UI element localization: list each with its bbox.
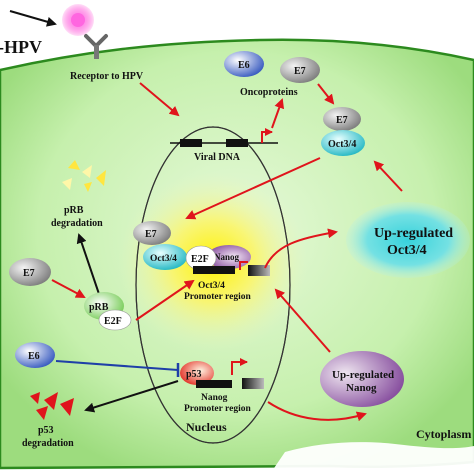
receptor-to-dna-arrow <box>139 82 180 117</box>
e2f-left-label: E2F <box>104 316 122 327</box>
p53-degradation-label-1: p53 <box>38 425 54 436</box>
prb-degradation-fragments <box>62 160 106 192</box>
e7-mid-label: E7 <box>336 115 348 126</box>
upreg-nanog-node <box>320 351 404 407</box>
nanog-promoter-gene <box>196 358 264 389</box>
upreg-oct34-node <box>346 202 470 278</box>
e7-nucleus-label: E7 <box>145 229 157 240</box>
p53-degradation-label-2: degradation <box>22 438 74 449</box>
upreg-oct34-label-1: Up-regulated <box>374 226 453 241</box>
nucleus-label: Nucleus <box>186 420 227 434</box>
prb-label: pRB <box>89 302 109 313</box>
e6-top-node <box>224 51 264 77</box>
oct34-nucleus-label: Oct3/4 <box>150 254 177 264</box>
e2f-to-oct-promoter-arrow <box>135 279 195 321</box>
hpv-arrow <box>9 10 57 27</box>
viral-dna-label: Viral DNA <box>194 152 241 163</box>
oct34-top-label: Oct3/4 <box>328 139 356 150</box>
prb-degradation-label-2: degradation <box>51 218 103 229</box>
e7-top-label: E7 <box>294 66 306 77</box>
upreg-nanog-label-2: Nanog <box>346 382 377 394</box>
nanog-promoter-to-cytoplasm-arrow <box>267 401 367 422</box>
oct34-top-node <box>321 130 365 156</box>
p53-node <box>180 361 214 385</box>
prb-degradation-label-1: pRB <box>64 205 84 216</box>
e6-left-node <box>15 342 55 368</box>
nanog-promoter-label-1: Nanog <box>201 393 228 403</box>
oncoproteins-label: Oncoproteins <box>240 87 298 98</box>
oct34-nucleus-node <box>143 244 187 270</box>
upreg-nanog-to-oct-arrow <box>274 288 331 353</box>
upreg-oct-to-e7-arrow <box>373 160 403 192</box>
e6-inhibits-p53-line <box>55 360 179 371</box>
e7-nucleus-node <box>133 221 171 245</box>
p53-label: p53 <box>186 369 202 380</box>
nanog-nucleus-label: Nanog <box>214 252 240 262</box>
oct34-promoter-label-1: Oct3/4 <box>198 281 225 291</box>
viral-dna <box>170 128 278 147</box>
oct34-promoter-gene <box>193 261 270 276</box>
nanog-promoter-label-2: Promoter region <box>184 404 251 414</box>
e7-top-node <box>280 57 320 83</box>
oct-complex-to-promoter-arrow <box>185 157 321 220</box>
e7-left-node <box>9 258 51 286</box>
e2f-nucleus-label: E2F <box>191 254 209 265</box>
cytoplasm-label: Cytoplasm <box>416 427 471 441</box>
oct34-promoter-label-2: Promoter region <box>184 292 251 302</box>
e7-to-e7-arrow <box>317 83 335 105</box>
receptor <box>84 34 108 59</box>
e6-top-label: E6 <box>238 60 250 71</box>
p53-degradation-fragments <box>30 392 74 420</box>
cell-bottom-edge <box>270 442 474 474</box>
dna-to-oncoproteins-arrow <box>271 98 285 129</box>
upreg-nanog-label-1: Up-regulated <box>332 369 394 381</box>
hpv-label: -HPV <box>0 37 42 57</box>
upreg-oct34-label-2: Oct3/4 <box>387 243 427 258</box>
e7-mid-node <box>323 107 361 131</box>
promoter-to-upreg-oct-arrow <box>264 228 338 269</box>
e7-left-label: E7 <box>23 268 35 279</box>
e6-left-label: E6 <box>28 351 40 362</box>
prb-to-degradation-arrow <box>76 233 100 295</box>
receptor-label: Receptor to HPV <box>70 71 144 82</box>
p53-to-degradation-arrow <box>84 380 179 413</box>
e7-to-prb-arrow <box>51 279 86 298</box>
e2f-left-node <box>98 309 132 331</box>
